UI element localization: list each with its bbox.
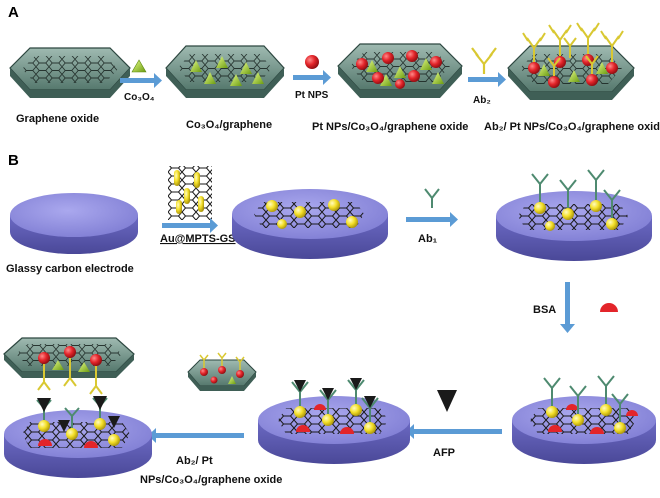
ab2-antibody-icon [471, 47, 497, 74]
graphene-oxide-sheet [9, 47, 131, 98]
co3o4-cone-icon [131, 59, 147, 73]
arrow-a3 [468, 72, 506, 87]
electrode-afp [258, 378, 410, 464]
electrode-au-mpts-gs [232, 189, 388, 259]
label-au-mpts-gs: Au@MPTS-GS [160, 233, 236, 245]
arrow-a2 [293, 70, 331, 85]
label-co3o4-arrow: Co₃O₄ [124, 92, 155, 103]
ab2-conjugate-small-sheet [187, 352, 257, 391]
electrode-ab1 [496, 169, 652, 261]
arrow-b4 [406, 424, 502, 439]
panel-label-a: A [8, 4, 19, 21]
afp-antigen-icon [437, 390, 457, 412]
label-bsa: BSA [533, 304, 556, 316]
ab2-pt-co3o4-go-sheet [507, 22, 635, 100]
arrow-b3 [560, 282, 575, 333]
label-afp: AFP [433, 447, 455, 459]
arrow-b5 [148, 428, 244, 443]
final-conjugate-sheet [3, 337, 135, 395]
label-ab2-pt-line1: Ab₂/ Pt [176, 455, 213, 467]
pt-co3o4-go-sheet [337, 43, 463, 98]
panel-label-b: B [8, 152, 19, 169]
au-mpts-gs-icon [168, 166, 212, 220]
label-pt-nps: Pt NPS [295, 90, 329, 101]
arrow-b2 [406, 212, 458, 227]
label-ab2: Ab₂ [473, 95, 491, 106]
pt-nanoparticle-icon [305, 55, 319, 69]
electrode-bsa [512, 375, 656, 464]
label-co3o4-graphene: Co₃O₄/graphene [186, 119, 272, 131]
electrode-final-sandwich [4, 396, 152, 478]
bsa-icon [600, 303, 618, 312]
label-pt-co3o4-go: Pt NPs/Co₃O₄/graphene oxide [312, 121, 468, 133]
arrow-a1 [120, 73, 162, 88]
glassy-carbon-electrode [10, 193, 138, 254]
label-ab1: Ab₁ [418, 233, 438, 245]
arrow-b1 [162, 218, 218, 233]
ab1-antibody-icon [424, 188, 440, 208]
co3o4-graphene-sheet [165, 45, 285, 98]
label-ab2-pt-co3o4-go: Ab₂/ Pt NPs/Co₃O₄/graphene oxide [484, 121, 660, 133]
label-ab2-pt-line2: NPs/Co₃O₄/graphene oxide [140, 474, 282, 486]
label-graphene-oxide: Graphene oxide [16, 113, 99, 125]
label-glassy-carbon-electrode: Glassy carbon electrode [6, 263, 134, 275]
